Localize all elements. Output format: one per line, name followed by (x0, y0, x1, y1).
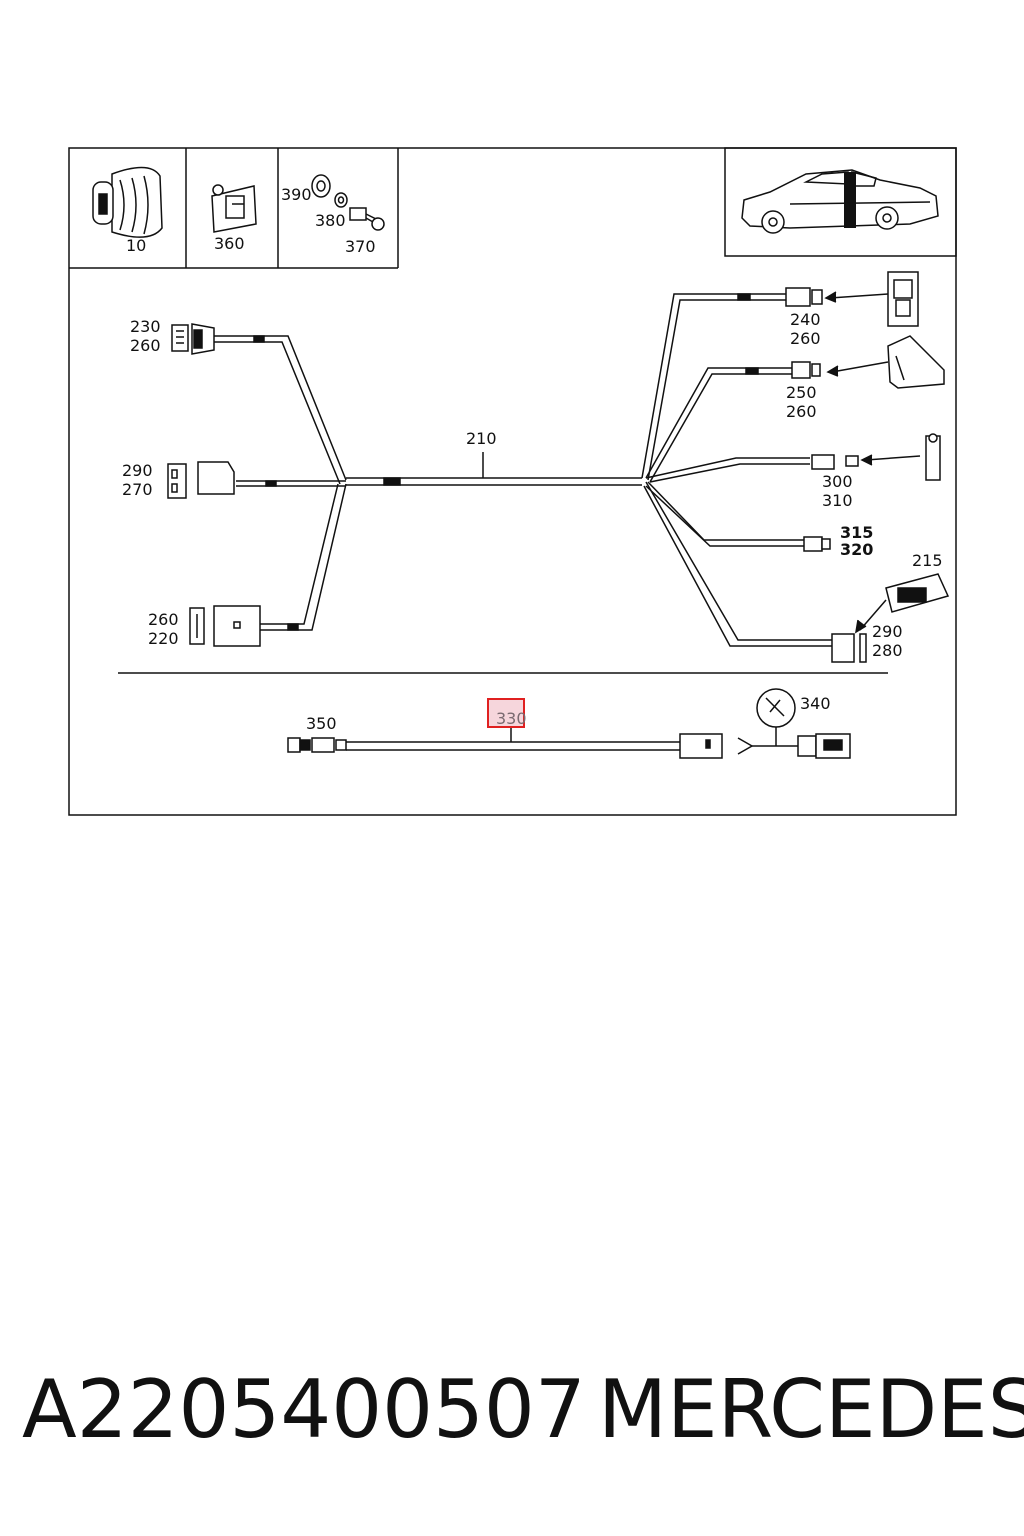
parts-boxes (69, 148, 399, 269)
car-icon (741, 169, 939, 234)
callout-260-a: 260 (130, 336, 161, 355)
highlight-box-330 (487, 698, 525, 728)
callout-250: 250 (786, 383, 817, 402)
callout-290-a: 290 (122, 461, 153, 480)
callout-230: 230 (130, 317, 161, 336)
callout-370: 370 (345, 237, 376, 256)
main-harness (346, 452, 642, 486)
cable-330 (287, 728, 723, 759)
callout-240: 240 (790, 310, 821, 329)
callout-350: 350 (306, 714, 337, 733)
callout-220: 220 (148, 629, 179, 648)
callout-270: 270 (122, 480, 153, 499)
callout-315: 315 (840, 523, 873, 542)
connector-220 (189, 605, 261, 647)
callout-380: 380 (315, 211, 346, 230)
connector-315 (803, 536, 831, 552)
connector-230 (171, 323, 215, 355)
trim-250-icon (826, 335, 945, 389)
door-module-215-icon (854, 573, 950, 634)
callout-10: 10 (126, 236, 146, 255)
callout-290-b: 290 (872, 622, 903, 641)
right-branches (641, 293, 832, 647)
connector-290-left (167, 461, 235, 499)
callout-320: 320 (840, 540, 873, 559)
cable-clip-icon (211, 184, 257, 233)
switch-240-icon (824, 271, 919, 327)
callout-340: 340 (800, 694, 831, 713)
connector-250 (791, 361, 821, 379)
part-number: A2205400507 (22, 1363, 586, 1456)
callout-260-b: 260 (148, 610, 179, 629)
callout-310: 310 (822, 491, 853, 510)
connector-240 (785, 287, 823, 307)
brand-name: MERCEDES (598, 1363, 1024, 1456)
grommet-icon (92, 166, 163, 238)
washer-bolt-icon (311, 174, 385, 231)
tool-340-icon (737, 688, 851, 759)
callout-260-c: 260 (790, 329, 821, 348)
callout-360: 360 (214, 234, 245, 253)
pin-switch-300-icon (860, 433, 941, 481)
callout-280: 280 (872, 641, 903, 660)
callout-300: 300 (822, 472, 853, 491)
connector-290-right (831, 633, 867, 663)
car-box (724, 147, 957, 257)
callout-390: 390 (281, 185, 312, 204)
callout-215: 215 (912, 551, 943, 570)
connector-300 (811, 454, 859, 470)
callout-210: 210 (466, 429, 497, 448)
callout-330: 330 (496, 709, 527, 728)
left-branches (214, 335, 347, 631)
callout-260-d: 260 (786, 402, 817, 421)
diagram-frame (68, 147, 957, 816)
